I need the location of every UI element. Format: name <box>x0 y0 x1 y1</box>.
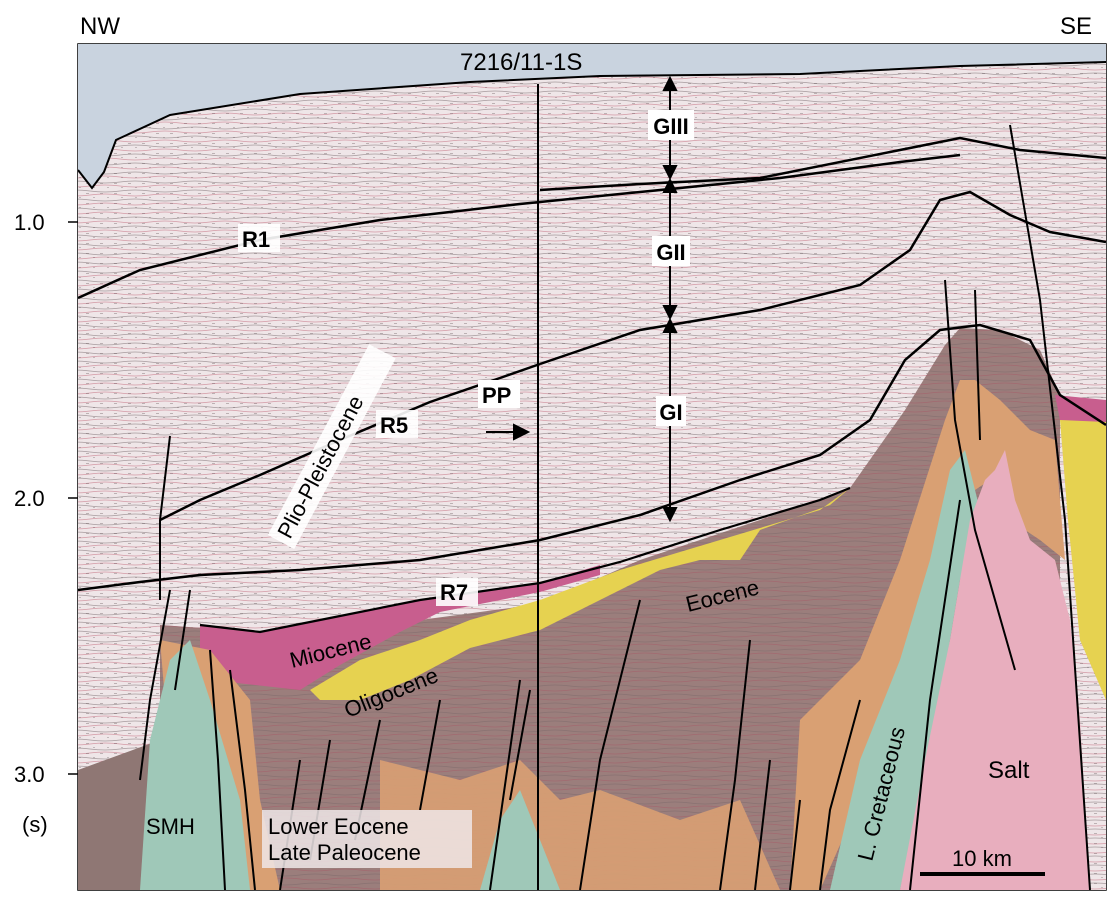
time-tick-3: 3.0 <box>14 762 45 787</box>
sequence-giii: GIII <box>653 114 688 139</box>
time-tick-1: 1.0 <box>14 210 45 235</box>
orientation-left: NW <box>80 13 120 40</box>
scale-bar <box>920 872 1045 876</box>
sequence-gi: GI <box>659 400 682 425</box>
orientation-right: SE <box>1060 13 1092 40</box>
horizon-label-r1: R1 <box>242 227 270 252</box>
unit-lower-eocene: Lower Eocene <box>268 814 409 839</box>
sequence-gii: GII <box>656 240 685 265</box>
marker-pp: PP <box>482 383 511 408</box>
unit-smh: SMH <box>146 814 195 839</box>
well-name: 7216/11-1S <box>460 49 582 76</box>
scale-bar-label: 10 km <box>952 846 1012 871</box>
time-tick-2: 2.0 <box>14 486 45 511</box>
time-axis <box>68 222 78 774</box>
time-unit: (s) <box>22 812 48 837</box>
unit-late-paleocene: Late Paleocene <box>268 840 421 865</box>
horizon-label-r7: R7 <box>440 580 468 605</box>
horizon-label-r5: R5 <box>380 413 408 438</box>
unit-salt: Salt <box>988 757 1030 784</box>
